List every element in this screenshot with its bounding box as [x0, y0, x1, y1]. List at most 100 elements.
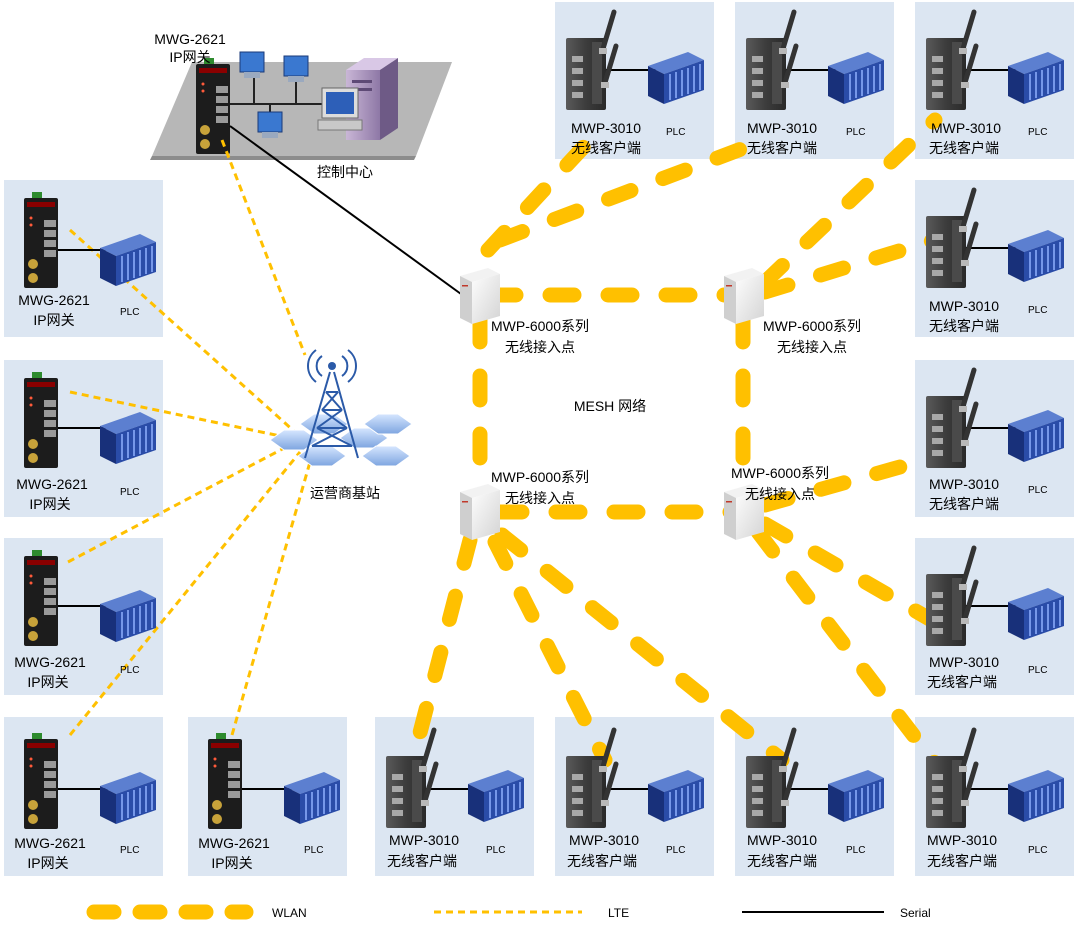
wlan-link: [757, 450, 940, 513]
gateway-type: IP网关: [211, 855, 252, 871]
server-icon: [346, 58, 398, 140]
gateway-site: PLC MWG-2621 IP网关: [14, 733, 157, 871]
plc-label: PLC: [304, 845, 323, 856]
client-type: 无线客户端: [927, 853, 997, 869]
plc-label: PLC: [666, 127, 685, 138]
access-point-icon: [724, 268, 764, 324]
plc-label: PLC: [1028, 127, 1047, 138]
ap-1-type: 无线接入点: [505, 339, 575, 355]
gateway-icon: [24, 372, 58, 468]
plc-label: PLC: [846, 845, 865, 856]
gateway-model: MWG-2621: [14, 835, 86, 851]
wlan-link: [757, 516, 948, 633]
ap-3-type: 无线接入点: [505, 490, 575, 506]
base-station: 运营商基站: [269, 349, 413, 501]
client-site: PLC MWP-3010 无线客户端: [746, 12, 885, 156]
client-model: MWP-3010: [571, 120, 641, 136]
client-type: 无线客户端: [929, 318, 999, 334]
gateway-icon: [24, 192, 58, 288]
access-point-icon: [460, 268, 500, 324]
lte-link: [67, 444, 289, 564]
gateway-type: IP网关: [29, 496, 70, 512]
ap-1-model: MWP-6000系列: [491, 318, 589, 334]
lte-link: [220, 139, 307, 356]
legend: WLAN LTE Serial: [86, 904, 931, 920]
client-type: 无线客户端: [571, 140, 641, 156]
client-model: MWP-3010: [747, 120, 817, 136]
lte-link: [68, 451, 302, 736]
client-model: MWP-3010: [747, 832, 817, 848]
client-type: 无线客户端: [929, 496, 999, 512]
lte-link: [69, 390, 291, 440]
client-model: MWP-3010: [929, 654, 999, 670]
ap-2-type: 无线接入点: [777, 339, 847, 355]
plc-label: PLC: [846, 127, 865, 138]
legend-serial-label: Serial: [900, 906, 931, 920]
plc-label: PLC: [120, 665, 139, 676]
gateway-type: IP网关: [27, 855, 68, 871]
legend-lte-label: LTE: [608, 906, 629, 920]
client-type: 无线客户端: [747, 853, 817, 869]
gateway-site: PLC MWG-2621 IP网关: [16, 372, 157, 512]
client-type: 无线客户端: [567, 853, 637, 869]
wlan-link: [407, 532, 478, 760]
gateway-type: IP网关: [33, 312, 74, 328]
base-station-label: 运营商基站: [310, 485, 380, 501]
client-model: MWP-3010: [929, 476, 999, 492]
client-site: PLC MWP-3010 无线客户端: [926, 190, 1065, 334]
serial-link: [229, 125, 473, 303]
client-type: 无线客户端: [747, 140, 817, 156]
workstation-icon: [239, 51, 265, 78]
control-center-label: 控制中心: [317, 164, 373, 180]
legend-wlan-label: WLAN: [272, 906, 307, 920]
client-site: PLC MWP-3010 无线客户端: [566, 12, 705, 156]
workstation-icon: [283, 55, 309, 82]
plc-label: PLC: [120, 845, 139, 856]
client-type: 无线客户端: [927, 674, 997, 690]
client-model: MWP-3010: [927, 832, 997, 848]
ap-2-model: MWP-6000系列: [763, 318, 861, 334]
wlan-link: [494, 527, 790, 768]
client-type: 无线客户端: [387, 853, 457, 869]
gateway-icon: [24, 733, 58, 829]
access-point-icon: [460, 484, 500, 540]
control-gateway-type: IP网关: [169, 49, 210, 65]
ap-4-type: 无线接入点: [745, 486, 815, 502]
wlan-link: [757, 112, 943, 290]
wlan-links: [407, 112, 948, 778]
wlan-link: [750, 524, 948, 778]
gateway-site: PLC MWG-2621 IP网关: [14, 550, 157, 690]
client-model: MWP-3010: [931, 120, 1001, 136]
lte-link: [230, 454, 314, 736]
wlan-link: [492, 132, 773, 248]
ap-4-model: MWP-6000系列: [731, 465, 829, 481]
gateway-model: MWG-2621: [198, 835, 270, 851]
gateway-icon: [24, 550, 58, 646]
plc-label: PLC: [1028, 305, 1047, 316]
client-site: PLC MWP-3010 无线客户端: [566, 730, 705, 869]
gateway-icon: [208, 733, 242, 829]
client-site: PLC MWP-3010 无线客户端: [386, 730, 525, 869]
client-type: 无线客户端: [929, 140, 999, 156]
plc-label: PLC: [1028, 665, 1047, 676]
plc-label: PLC: [120, 307, 139, 318]
mesh-label: MESH 网络: [574, 398, 646, 414]
client-site: PLC MWP-3010 无线客户端: [926, 548, 1065, 690]
gateway-type: IP网关: [27, 674, 68, 690]
control-gateway-model: MWG-2621: [154, 31, 226, 47]
plc-label: PLC: [120, 487, 139, 498]
client-model: MWP-3010: [569, 832, 639, 848]
gateway-site: PLC MWG-2621 IP网关: [198, 733, 341, 871]
cell-tower-icon: [304, 349, 359, 459]
plc-label: PLC: [1028, 845, 1047, 856]
gateway-model: MWG-2621: [18, 292, 90, 308]
gateway-model: MWG-2621: [16, 476, 88, 492]
gateway-site: PLC MWG-2621 IP网关: [18, 192, 157, 328]
client-model: MWP-3010: [389, 832, 459, 848]
control-gateway-icon: [196, 58, 230, 154]
gateway-model: MWG-2621: [14, 654, 86, 670]
plc-label: PLC: [1028, 485, 1047, 496]
workstation-icon: [257, 111, 283, 138]
client-site: PLC MWP-3010 无线客户端: [926, 730, 1065, 869]
